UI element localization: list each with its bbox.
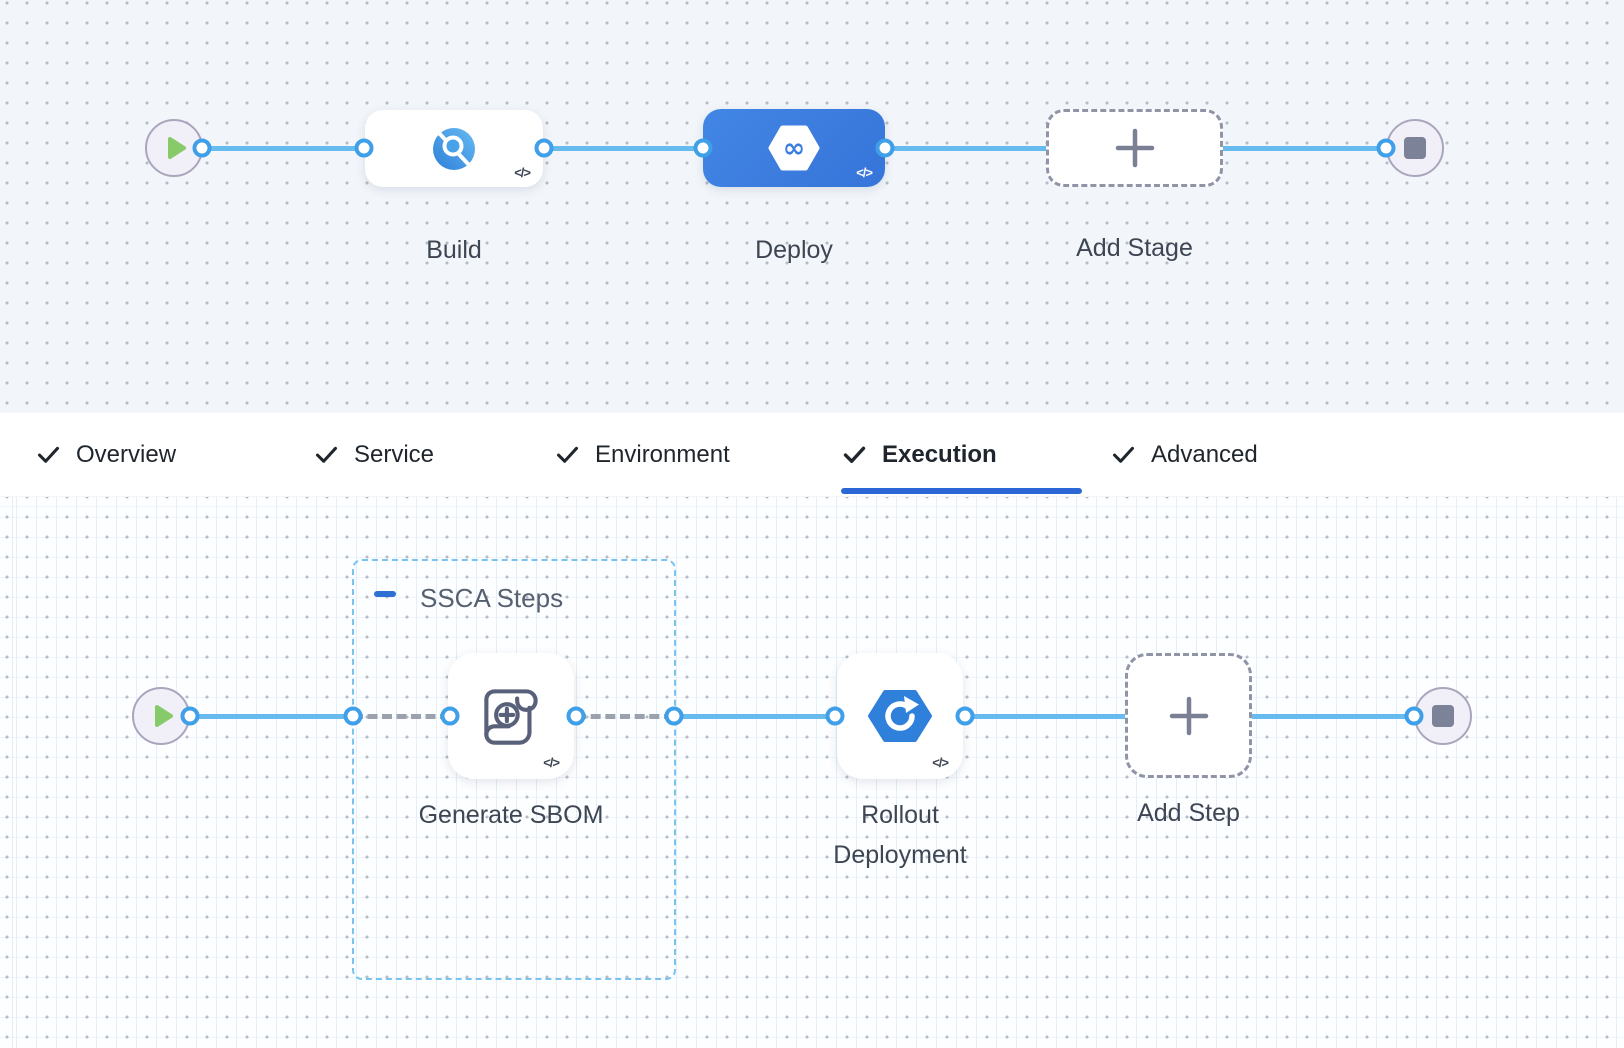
tab-execution[interactable]: Execution: [841, 413, 997, 496]
ssca-steps-group: [352, 559, 676, 980]
active-tab-underline: [841, 488, 1082, 494]
step-label-generate-sbom: Generate SBOM: [418, 801, 604, 829]
code-badge: </>: [932, 755, 949, 770]
connector-wire: [674, 714, 1414, 719]
stop-icon: [1432, 705, 1454, 727]
add-stage-label: Add Stage: [1076, 234, 1193, 262]
connector-port: [955, 706, 975, 726]
stop-icon: [1404, 137, 1426, 159]
connector-port: [534, 138, 554, 158]
ci-build-icon: [430, 125, 478, 173]
minus-icon[interactable]: [374, 591, 396, 597]
code-badge: </>: [856, 165, 873, 180]
play-icon: [166, 135, 188, 161]
plus-icon: [1169, 696, 1209, 736]
stage-node-build[interactable]: </>: [365, 110, 543, 187]
step-node-generate-sbom[interactable]: </>: [448, 653, 574, 779]
svg-text:∞: ∞: [783, 133, 806, 164]
connector-port: [180, 706, 200, 726]
stage-label-deploy: Deploy: [755, 236, 833, 264]
connector-wire-dashed: [353, 714, 450, 719]
add-stage-button[interactable]: [1046, 109, 1223, 187]
stage-config-tabbar: Overview Service Environment Execution A…: [0, 413, 1624, 497]
code-badge: </>: [543, 755, 560, 770]
check-icon: [841, 441, 868, 468]
connector-port: [343, 706, 363, 726]
pipeline-end-node: [1386, 119, 1444, 177]
tab-label: Environment: [595, 440, 730, 468]
rollout-deployment-icon: [868, 688, 932, 744]
pipeline-start-node: [145, 119, 203, 177]
tab-overview[interactable]: Overview: [35, 413, 176, 496]
connector-port: [1404, 706, 1424, 726]
code-badge: </>: [514, 165, 531, 180]
tab-environment[interactable]: Environment: [554, 413, 730, 496]
check-icon: [554, 441, 581, 468]
plus-icon: [1115, 128, 1155, 168]
add-step-label: Add Step: [1137, 799, 1240, 827]
connector-port: [693, 138, 713, 158]
tab-label: Overview: [76, 440, 177, 468]
step-node-rollout-deployment[interactable]: </>: [837, 653, 963, 779]
connector-port: [566, 706, 586, 726]
stage-canvas[interactable]: </> ∞ </> Bu: [0, 0, 1624, 413]
check-icon: [1110, 441, 1137, 468]
tab-service[interactable]: Service: [313, 413, 434, 496]
execution-end-node: [1414, 687, 1472, 745]
execution-canvas[interactable]: [0, 497, 1624, 1048]
check-icon: [313, 441, 340, 468]
cd-deploy-icon: ∞: [768, 122, 820, 174]
connector-port: [825, 706, 845, 726]
tab-label: Execution: [882, 440, 997, 468]
play-icon: [153, 703, 175, 729]
connector-wire: [190, 714, 353, 719]
connector-wire-dashed: [576, 714, 674, 719]
step-label-rollout-deployment: Rollout Deployment: [833, 801, 967, 869]
connector-port: [1376, 138, 1396, 158]
sbom-scroll-icon: [472, 677, 550, 755]
ssca-group-label: SSCA Steps: [420, 583, 564, 613]
stage-node-deploy[interactable]: ∞ </>: [703, 109, 885, 187]
connector-port: [192, 138, 212, 158]
add-step-button[interactable]: [1125, 653, 1252, 778]
connector-port: [875, 138, 895, 158]
stage-label-build: Build: [426, 236, 482, 264]
connector-port: [354, 138, 374, 158]
connector-port: [440, 706, 460, 726]
tab-advanced[interactable]: Advanced: [1110, 413, 1258, 496]
check-icon: [35, 441, 62, 468]
tab-label: Advanced: [1151, 440, 1258, 468]
connector-port: [664, 706, 684, 726]
tab-label: Service: [354, 440, 435, 468]
